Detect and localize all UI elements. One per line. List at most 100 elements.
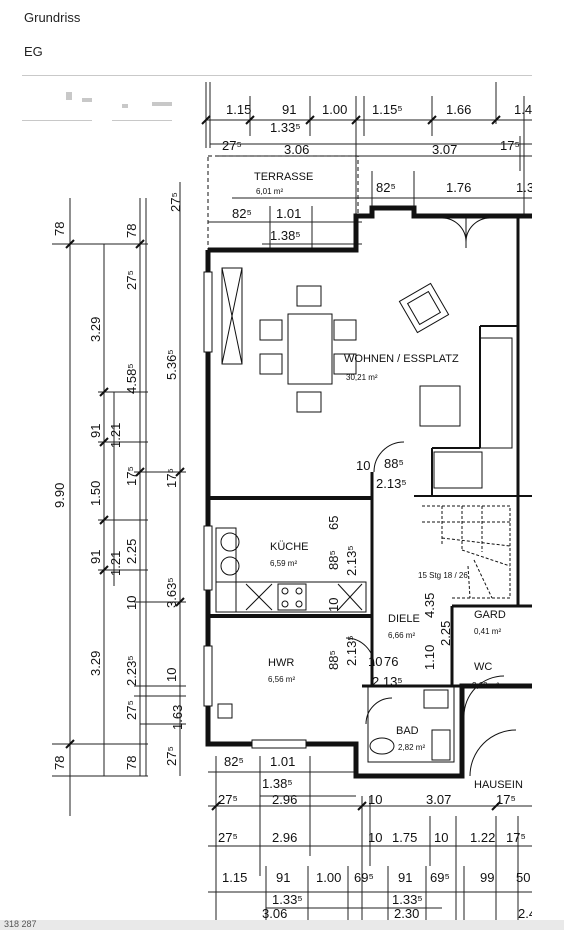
dim-left-21: 17⁵ <box>164 468 179 488</box>
dim-in-11: 1.10 <box>422 645 437 670</box>
dim-left-19: 78 <box>124 756 139 770</box>
area-gard: 0,41 m² <box>474 627 501 636</box>
dim-in-13: 10 <box>368 654 382 669</box>
dim-left-7: 91 <box>88 550 103 564</box>
room-diele: DIELE <box>388 613 420 625</box>
hwr-fixture <box>217 703 233 719</box>
room-hauseingang: HAUSEIN <box>474 779 523 791</box>
dim-bot-19: 69⁵ <box>354 870 374 885</box>
dim-left-22: 3.63⁵ <box>164 577 179 608</box>
dim-bot-25: 1.33⁵ <box>392 892 423 907</box>
dim-in-4: 65 <box>326 516 341 530</box>
dim-left-17: 2.23⁵ <box>124 655 139 686</box>
scan-artifacts <box>22 92 172 121</box>
windows <box>203 271 307 749</box>
area-wohnen: 30,21 m² <box>346 373 378 382</box>
status-text: 318 287 <box>4 919 37 929</box>
floor-plan-drawing: TERRASSE 6,01 m² WOHNEN / ESSPLATZ 30,21… <box>22 76 532 920</box>
dim-top-15: 82⁵ <box>232 206 252 221</box>
dim-bot-14: 1.22 <box>470 830 495 845</box>
dim-left-25: 1.63 <box>170 705 185 730</box>
room-wohnen: WOHNEN / ESSPLATZ <box>344 353 459 365</box>
dims-bottom: 82⁵ 1.01 1.38⁵ 27⁵ 2.96 10 3.07 17⁵ 27⁵ … <box>218 754 532 920</box>
dim-left-3: 78 <box>52 756 67 770</box>
dims-inner: 10 88⁵ 2.13⁵ 65 88⁵ 2.13⁵ 10 88⁵ 2.13⁵ 4… <box>326 456 453 689</box>
dim-bot-16: 1.15 <box>222 870 247 885</box>
dim-top-4: 1.15⁵ <box>372 102 403 117</box>
dim-in-7: 10 <box>326 598 341 612</box>
dim-left-26: 27⁵ <box>168 192 183 212</box>
dim-bot-12: 1.75 <box>392 830 417 845</box>
dim-bot-10: 2.96 <box>272 830 297 845</box>
dim-bot-24: 1.33⁵ <box>272 892 303 907</box>
dim-left-14: 17⁵ <box>124 466 139 486</box>
dim-bot-28: 2.4 <box>518 906 532 920</box>
dim-in-8: 88⁵ <box>326 650 341 670</box>
dim-left-2: 9.90 <box>52 483 67 508</box>
dim-in-12: 2.25 <box>438 621 453 646</box>
dim-left-9: 1.21 <box>108 423 123 448</box>
dims-top: 1.15 91 1.00 1.15⁵ 1.66 1.4 1.33⁵ 27⁵ 3.… <box>222 102 532 243</box>
page-title: Grundriss <box>24 10 81 25</box>
dim-top-11: 17⁵ <box>500 138 520 153</box>
terrace-door <box>441 217 491 248</box>
dim-top-9: 3.06 <box>284 142 309 157</box>
dim-bot-27: 2.30 <box>394 906 419 920</box>
dim-in-14: 76 <box>384 654 398 669</box>
area-terrasse: 6,01 m² <box>256 187 283 196</box>
dims-left: 78 9.90 78 3.29 91 1.50 91 3.29 1.21 1.2… <box>52 192 185 770</box>
area-hwr: 6,56 m² <box>268 675 295 684</box>
dim-bot-13: 10 <box>434 830 448 845</box>
dim-bot-17: 91 <box>276 870 290 885</box>
dim-in-3: 2.13⁵ <box>376 476 407 491</box>
dim-in-6: 2.13⁵ <box>344 545 359 576</box>
dim-bot-2: 1.01 <box>270 754 295 769</box>
dim-bot-9: 27⁵ <box>218 830 238 845</box>
dim-in-15: 2.13⁵ <box>372 674 403 689</box>
bathroom-fixtures <box>367 685 455 763</box>
dim-left-8: 3.29 <box>88 651 103 676</box>
room-hwr: HWR <box>268 657 294 669</box>
armchair <box>398 282 461 427</box>
dim-left-1: 78 <box>52 222 67 236</box>
dim-top-13: 1.76 <box>446 180 471 195</box>
header-divider <box>22 75 532 76</box>
sofa <box>433 337 513 489</box>
dim-left-24: 27⁵ <box>164 746 179 766</box>
dim-in-2: 88⁵ <box>384 456 404 471</box>
dim-bot-15: 17⁵ <box>506 830 526 845</box>
dim-bot-20: 91 <box>398 870 412 885</box>
dim-top-10: 3.07 <box>432 142 457 157</box>
entrance-door <box>469 729 517 777</box>
dim-in-5: 88⁵ <box>326 550 341 570</box>
dim-bot-3: 1.38⁵ <box>262 776 293 791</box>
staircase <box>422 505 511 599</box>
dim-bot-8: 17⁵ <box>496 792 516 807</box>
dim-in-10: 4.35 <box>422 593 437 618</box>
dim-bot-26: 3.06 <box>262 906 287 920</box>
dim-left-23: 10 <box>164 668 179 682</box>
area-kueche: 6,59 m² <box>270 559 297 568</box>
area-bad: 2,82 m² <box>398 743 425 752</box>
dim-top-7: 1.33⁵ <box>270 120 301 135</box>
dim-left-15: 2.25 <box>124 539 139 564</box>
shelf-unit <box>221 267 243 365</box>
dim-bot-6: 10 <box>368 792 382 807</box>
dim-bot-23: 50 <box>516 870 530 885</box>
dim-left-16: 10 <box>124 596 139 610</box>
dim-left-18: 27⁵ <box>124 700 139 720</box>
dim-left-6: 1.50 <box>88 481 103 506</box>
interior-doors <box>345 441 505 725</box>
dim-bot-18: 1.00 <box>316 870 341 885</box>
dim-top-6: 1.4 <box>514 102 532 117</box>
dim-bot-11: 10 <box>368 830 382 845</box>
dim-left-20: 5.36⁵ <box>164 349 179 380</box>
dim-top-2: 91 <box>282 102 296 117</box>
area-diele: 6,66 m² <box>388 631 415 640</box>
dim-left-12: 27⁵ <box>124 270 139 290</box>
dim-top-12: 82⁵ <box>376 180 396 195</box>
dim-bot-4: 27⁵ <box>218 792 238 807</box>
dim-top-17: 1.38⁵ <box>270 228 301 243</box>
dining-table <box>259 285 357 413</box>
